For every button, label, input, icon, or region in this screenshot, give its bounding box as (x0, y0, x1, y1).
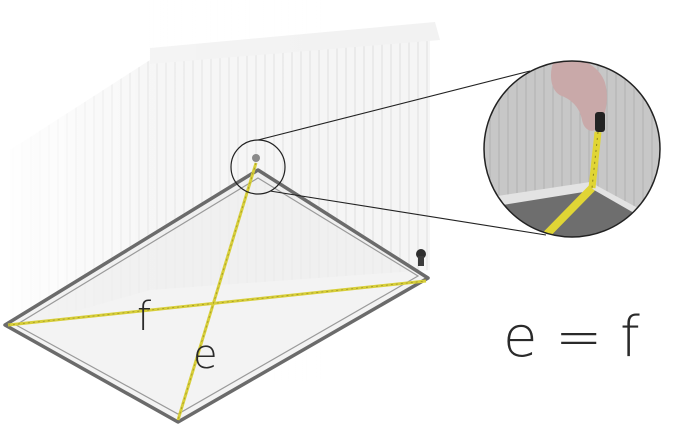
magnified-inset (483, 60, 661, 238)
label-e: e (193, 332, 218, 378)
connector-line-top (257, 70, 531, 141)
corner-bolt (252, 154, 260, 162)
label-f: f (137, 294, 151, 340)
diagonal-e (176, 162, 258, 421)
connector-line-bottom (269, 190, 547, 236)
hand-icon (550, 61, 607, 131)
diagonal-f (7, 279, 427, 327)
equation-text: e = f (503, 305, 640, 370)
